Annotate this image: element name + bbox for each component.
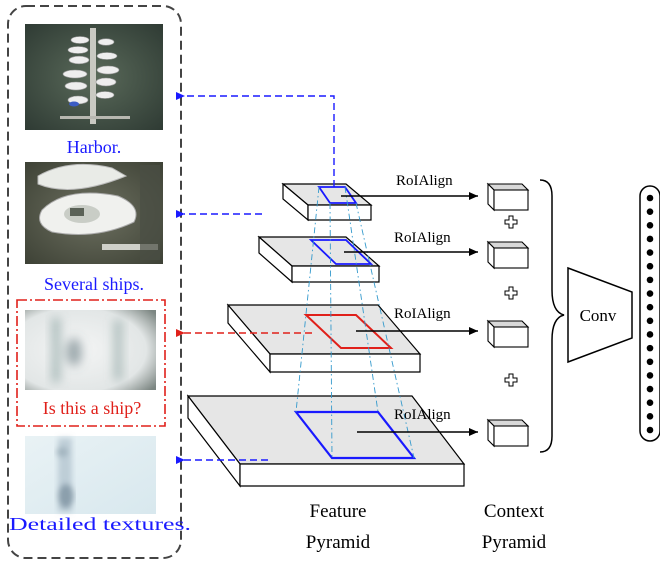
roialign-label-4: RoIAlign xyxy=(394,407,451,423)
vector-dot xyxy=(646,303,654,311)
vector-dot xyxy=(646,262,654,270)
feature-level-1 xyxy=(281,182,373,222)
roialign-label-1: RoIAlign xyxy=(396,173,453,189)
ships-image xyxy=(25,162,163,264)
roialign-label-2: RoIAlign xyxy=(394,230,451,246)
vector-dot xyxy=(646,276,654,284)
context-brace xyxy=(539,179,565,453)
vector-dot xyxy=(646,317,654,325)
harbor-image xyxy=(25,24,163,130)
context-cube-2 xyxy=(486,240,530,270)
feature-level-3 xyxy=(226,303,422,374)
caption-several-ships: Several ships. xyxy=(44,274,144,294)
plus-icon xyxy=(504,373,518,387)
roi-box-level-2 xyxy=(308,239,374,265)
vector-dot xyxy=(646,194,654,202)
vector-dot xyxy=(646,413,654,420)
vector-dot xyxy=(646,372,654,379)
output-vector xyxy=(639,185,660,442)
feature-level-4 xyxy=(186,394,466,488)
vector-dot xyxy=(646,221,654,229)
vector-dot xyxy=(646,385,654,393)
caption-harbor: Harbor. xyxy=(67,137,121,157)
blurry-ship-image xyxy=(25,310,156,390)
vector-dot xyxy=(646,399,654,407)
roialign-label-3: RoIAlign xyxy=(394,306,451,322)
plus-icon xyxy=(504,286,518,300)
output-vector-dots xyxy=(646,194,654,434)
context-pyramid-label-line1: Context xyxy=(484,501,545,522)
vector-dot xyxy=(646,208,654,215)
vector-dot xyxy=(646,249,654,256)
map-arrow-harbor xyxy=(176,92,335,187)
context-cube-1 xyxy=(486,182,530,212)
feature-pyramid-label-line1: Feature xyxy=(310,501,367,522)
conv-block xyxy=(567,266,633,364)
vector-dot xyxy=(646,331,654,338)
context-pyramid-label-line2: Pyramid xyxy=(482,532,547,553)
texture-image xyxy=(25,436,156,514)
caption-detailed-textures: Detailed textures. xyxy=(9,514,191,534)
roi-box-level-3 xyxy=(303,314,394,349)
feature-pyramid-label-line2: Pyramid xyxy=(306,532,371,553)
feature-level-2 xyxy=(257,235,381,284)
conv-label: Conv xyxy=(580,306,617,325)
image-panel-frame xyxy=(7,5,182,559)
plus-icon xyxy=(504,215,518,229)
vector-dot xyxy=(646,358,654,366)
context-cube-3 xyxy=(486,319,530,349)
vector-dot xyxy=(646,344,654,352)
vector-dot xyxy=(646,426,654,434)
vector-dot xyxy=(646,290,654,297)
roialign-arrows xyxy=(341,192,478,436)
context-cube-4 xyxy=(486,418,530,448)
caption-is-this-a-ship: Is this a ship? xyxy=(43,398,142,418)
blurry-ship-dashed-frame xyxy=(16,299,166,427)
vector-dot xyxy=(646,235,654,243)
